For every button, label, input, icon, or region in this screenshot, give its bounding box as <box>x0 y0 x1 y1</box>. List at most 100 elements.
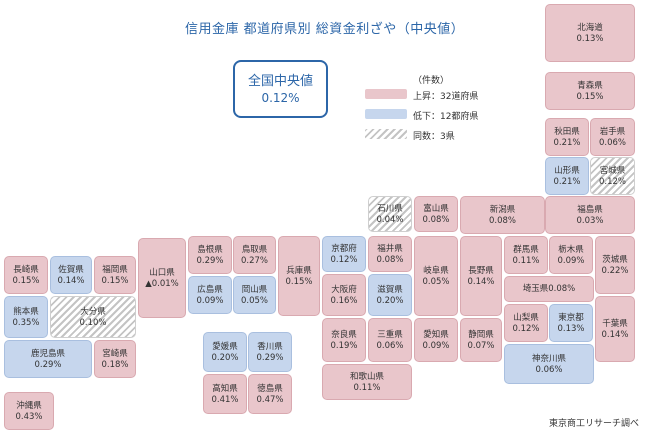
prefecture-name: 兵庫県 <box>286 266 312 276</box>
prefecture-name: 神奈川県 <box>531 354 566 364</box>
legend-swatch-up <box>365 89 407 99</box>
prefecture-value: 0.04% <box>376 215 404 225</box>
prefecture-value: 0.15% <box>12 276 40 286</box>
prefecture-name: 東京都 <box>558 313 584 323</box>
prefecture-value: 0.09% <box>422 341 450 351</box>
prefecture-value: 0.29% <box>34 360 62 370</box>
prefecture-name: 愛知県 <box>423 330 449 340</box>
prefecture-value: 0.05% <box>422 277 450 287</box>
prefecture-name: 熊本県 <box>13 307 39 317</box>
prefecture-value: 0.35% <box>12 318 40 328</box>
prefecture-value: 0.08% <box>548 284 576 294</box>
prefecture-name: 千葉県 <box>602 319 628 329</box>
prefecture-name: 茨城県 <box>602 255 628 265</box>
national-median-label: 全国中央値 <box>247 74 313 89</box>
prefecture-name: 高知県 <box>212 384 238 394</box>
prefecture-value: 0.13% <box>576 34 604 44</box>
prefecture-value: 0.08% <box>376 255 404 265</box>
prefecture-value: 0.18% <box>101 360 129 370</box>
prefecture-name: 京都府 <box>331 244 357 254</box>
prefecture-name: 佐賀県 <box>58 265 84 275</box>
prefecture-name: 静岡県 <box>468 330 494 340</box>
prefecture-name: 大分県 <box>80 307 106 317</box>
prefecture-value: 0.03% <box>576 216 604 226</box>
prefecture-name: 群馬県 <box>513 245 539 255</box>
prefecture-value: 0.20% <box>211 353 239 363</box>
prefecture-value: 0.11% <box>512 256 540 266</box>
legend-label-up: 上昇：32道府県 <box>413 92 479 102</box>
prefecture-value: ▲0.01% <box>145 279 179 289</box>
legend-swatch-same <box>365 129 407 139</box>
prefecture-name: 岐阜県 <box>423 266 449 276</box>
prefecture-value: 0.06% <box>598 138 626 148</box>
prefecture-value: 0.21% <box>553 177 581 187</box>
prefecture-value: 0.22% <box>601 266 629 276</box>
prefecture-name: 岡山県 <box>241 285 268 295</box>
prefecture-value: 0.15% <box>285 277 313 287</box>
legend-swatch-down <box>365 109 407 119</box>
prefecture-name: 鳥取県 <box>241 245 268 255</box>
prefecture-name: 奈良県 <box>331 330 357 340</box>
prefecture-name: 北海道 <box>577 23 603 33</box>
prefecture-name: 愛媛県 <box>212 342 238 352</box>
prefecture-name: 宮城県 <box>599 166 626 176</box>
prefecture-name: 広島県 <box>197 285 223 295</box>
prefecture-name: 香川県 <box>257 342 283 352</box>
prefecture-name: 新潟県 <box>489 205 516 215</box>
source-note: 東京商工リサーチ調べ <box>548 419 639 429</box>
prefecture-value: 0.08% <box>422 215 450 225</box>
prefecture-name: 徳島県 <box>257 384 283 394</box>
prefecture-value: 0.41% <box>211 395 239 405</box>
prefecture-value: 0.19% <box>330 341 358 351</box>
prefecture-name: 長崎県 <box>13 265 39 275</box>
prefecture-name: 三重県 <box>377 330 403 340</box>
prefecture-name: 沖縄県 <box>16 401 42 411</box>
prefecture-value: 0.47% <box>256 395 284 405</box>
prefecture-value: 0.14% <box>57 276 85 286</box>
prefecture-name: 和歌山県 <box>349 372 384 382</box>
prefecture-value: 0.27% <box>240 256 268 266</box>
prefecture-name: 岩手県 <box>599 127 626 137</box>
prefecture-value: 0.43% <box>15 412 43 422</box>
national-median-value: 0.12% <box>261 91 300 105</box>
national-median-box: 全国中央値 0.12% <box>233 60 328 118</box>
prefecture-value: 0.06% <box>535 365 563 375</box>
prefecture-value: 0.15% <box>101 276 129 286</box>
prefecture-value: 0.08% <box>488 216 516 226</box>
prefecture-value: 0.21% <box>553 138 581 148</box>
prefecture-value: 0.09% <box>557 256 585 266</box>
prefecture-name: 埼玉県 <box>522 284 549 294</box>
prefecture-value: 0.29% <box>256 353 284 363</box>
prefecture-value: 0.11% <box>353 383 381 393</box>
legend-label-down: 低下：12都府県 <box>413 112 479 122</box>
prefecture-name: 宮崎県 <box>102 349 128 359</box>
